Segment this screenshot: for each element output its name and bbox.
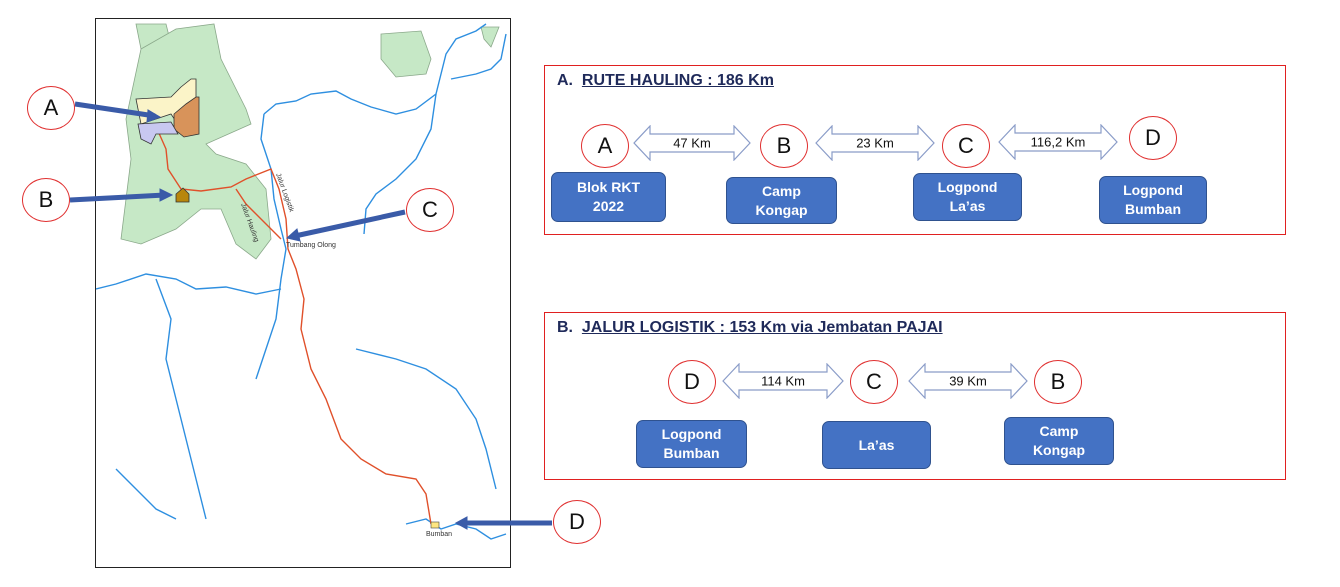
hauling-panel: A. RUTE HAULING : 186 Km [544,65,1286,235]
hauling-distance-cd: 116,2 Km [998,123,1118,161]
hauling-node-b: B [760,124,808,168]
logistik-title: B. JALUR LOGISTIK : 153 Km via Jembatan … [557,319,943,336]
hauling-node-c: C [942,124,990,168]
logistik-node-d: D [668,360,716,404]
map-label-tumbang-olong: Tumbang Olong [286,242,336,249]
logistik-distance-dc: 114 Km [722,362,844,400]
map-marker-c: C [406,188,454,232]
logistik-node-b: B [1034,360,1082,404]
map-marker-a: A [27,86,75,130]
hauling-title: A. RUTE HAULING : 186 Km [557,72,774,89]
map-label-bumban: Bumban [426,531,452,538]
hauling-distance-bc: 23 Km [815,124,935,162]
rivers [95,23,507,540]
hauling-node-a: A [581,124,629,168]
logistik-node-c: C [850,360,898,404]
map-marker-b: B [22,178,70,222]
camp-icon [175,187,190,203]
route-map: Tumbang Olong Bumban Jalur Logistik Jalu… [95,18,511,568]
logistik-box-laas: La’as [822,421,931,469]
hauling-distance-ab: 47 Km [633,124,751,162]
hauling-route [157,130,432,525]
map-marker-d: D [553,500,601,544]
map-drawing: Tumbang Olong Bumban Jalur Logistik Jalu… [95,23,507,540]
logistik-panel: B. JALUR LOGISTIK : 153 Km via Jembatan … [544,312,1286,480]
hauling-node-d: D [1129,116,1177,160]
forest-areas [120,23,500,260]
logistik-distance-cb: 39 Km [908,362,1028,400]
logpond-icon [430,521,440,529]
